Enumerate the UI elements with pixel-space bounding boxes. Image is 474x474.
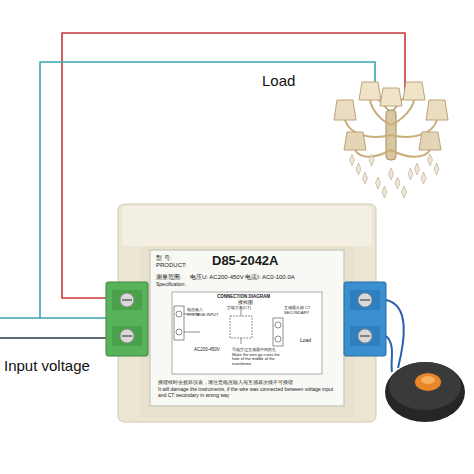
label-text: CONNECTION DIAGRAM bbox=[217, 294, 270, 299]
ct-lead bbox=[386, 336, 392, 372]
chandelier bbox=[334, 82, 448, 160]
callout-label: Input voltage bbox=[4, 357, 90, 374]
label-text: PRODUCT: bbox=[156, 262, 187, 269]
meter-bezel bbox=[122, 206, 372, 246]
product-label: 型 号:PRODUCT: D85-2042A 测量范围: 电压U: AC200-450… bbox=[152, 252, 342, 402]
ct-terminal bbox=[344, 282, 386, 356]
screw-sketch bbox=[275, 322, 281, 328]
screw-sketch bbox=[176, 311, 182, 317]
meter-housing bbox=[118, 204, 376, 422]
label-text: It will damage the instruments, if the w… bbox=[158, 387, 336, 399]
input-wire bbox=[0, 317, 108, 319]
terminal-sketch bbox=[273, 318, 283, 346]
meter-rear bbox=[140, 246, 354, 418]
product-sticker bbox=[150, 250, 344, 406]
label-text: AC200-450V bbox=[194, 347, 220, 352]
label-text: 接错线时会损坏仪表，请注意电压输入与互感器次级不可接错 bbox=[158, 380, 336, 385]
label-text: 电压输入 VOLTAGE INPUT bbox=[187, 308, 221, 317]
current-transformer bbox=[385, 362, 465, 422]
label-text: 穿线方向(CT) bbox=[227, 306, 251, 311]
label-text: 接线图 bbox=[238, 300, 253, 305]
voltage-terminal bbox=[106, 282, 148, 356]
label-text: Specification: bbox=[156, 282, 186, 288]
label-text: 导线穿过互感器中间的孔 Make the wire go cross the h… bbox=[232, 348, 280, 366]
ct-hole bbox=[415, 373, 441, 391]
label-text: 电压U: AC200-450V 电流I: AC0-100.0A bbox=[190, 274, 295, 281]
label-text: 型 号: bbox=[156, 255, 171, 262]
callout-label: Load bbox=[262, 72, 295, 89]
label-text: D85-2042A bbox=[212, 254, 279, 269]
ct-sketch bbox=[230, 316, 252, 338]
label-text: 测量范围: bbox=[156, 274, 182, 280]
label-text: 互感器次级 CT SECONDARY bbox=[284, 306, 320, 315]
chandelier-crystals bbox=[350, 154, 440, 198]
connection-diagram: CONNECTION DIAGRAM接线图电压输入 VOLTAGE INPUT A… bbox=[172, 292, 322, 369]
label-text: Load bbox=[300, 338, 311, 344]
screw-sketch bbox=[275, 336, 281, 342]
screw-sketch bbox=[176, 329, 182, 335]
ct-lead bbox=[386, 300, 404, 368]
diagram-panel bbox=[172, 292, 322, 374]
input-wire bbox=[0, 337, 108, 339]
terminal-sketch bbox=[174, 306, 184, 340]
wire-sketch bbox=[184, 306, 241, 344]
